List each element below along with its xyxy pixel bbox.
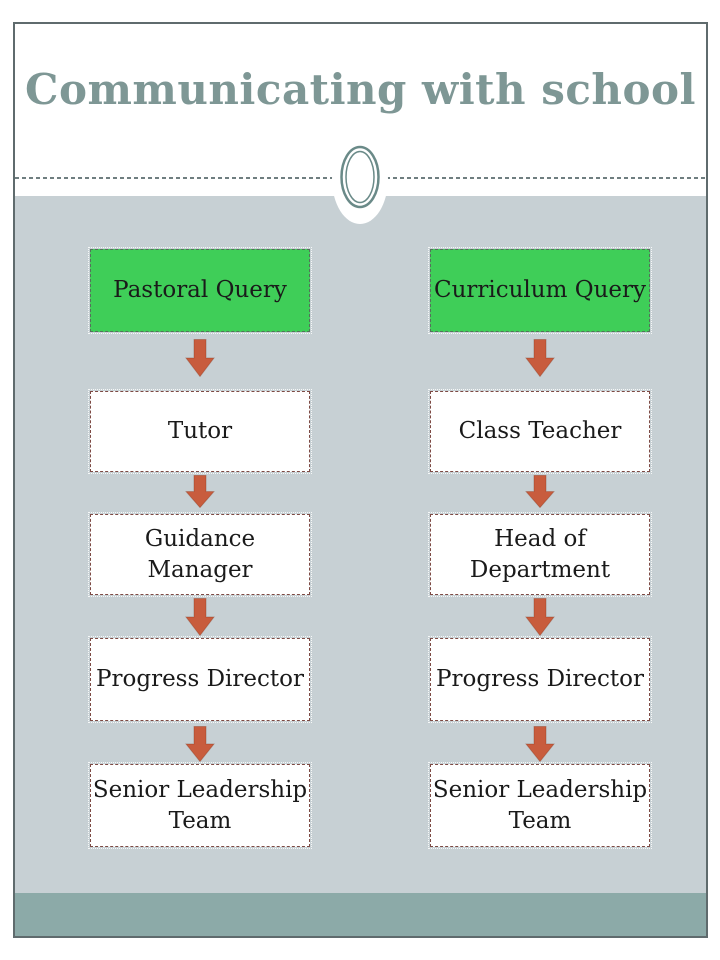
box-label: Senior Leadership <box>92 777 308 804</box>
box-label: Guidance <box>144 526 256 553</box>
down-arrow-icon <box>525 339 555 377</box>
ellipse-ornament-icon <box>332 134 388 224</box>
down-arrow-icon <box>185 598 215 636</box>
slide-title: Communicating with school <box>25 65 696 114</box>
flow-box-head-of-department: Head of Department <box>428 512 652 597</box>
flow-box-pastoral-query: Pastoral Query <box>88 247 312 334</box>
flow-box-tutor: Tutor <box>88 389 312 474</box>
box-label: Head of <box>494 526 586 553</box>
box-label: Progress Director <box>436 666 644 693</box>
down-arrow-icon <box>185 475 215 508</box>
pastoral-column: Pastoral Query Tutor Guidance Manager Pr… <box>88 247 312 849</box>
slide: Communicating with school Pastoral Query… <box>13 22 708 938</box>
flow-box-guidance-manager: Guidance Manager <box>88 512 312 597</box>
box-label: Progress Director <box>96 666 304 693</box>
flow-box-senior-leadership-team: Senior Leadership Team <box>428 762 652 849</box>
footer-band <box>15 893 706 936</box>
box-label: Tutor <box>167 418 233 445</box>
down-arrow-icon <box>525 475 555 508</box>
down-arrow-icon <box>185 339 215 377</box>
flow-box-class-teacher: Class Teacher <box>428 389 652 474</box>
box-label: Senior Leadership <box>432 777 648 804</box>
box-label: Department <box>469 556 611 583</box>
down-arrow-icon <box>185 726 215 762</box>
flow-box-progress-director: Progress Director <box>428 636 652 723</box>
box-label: Curriculum Query <box>433 277 646 304</box>
box-label: Team <box>508 807 572 834</box>
box-label: Manager <box>147 556 253 583</box>
box-label: Class Teacher <box>458 418 622 445</box>
box-label: Pastoral Query <box>113 277 287 304</box>
down-arrow-icon <box>525 598 555 636</box>
box-label: Team <box>168 807 232 834</box>
flow-box-curriculum-query: Curriculum Query <box>428 247 652 334</box>
curriculum-column: Curriculum Query Class Teacher Head of D… <box>428 247 652 849</box>
flow-box-senior-leadership-team: Senior Leadership Team <box>88 762 312 849</box>
down-arrow-icon <box>525 726 555 762</box>
flow-box-progress-director: Progress Director <box>88 636 312 723</box>
